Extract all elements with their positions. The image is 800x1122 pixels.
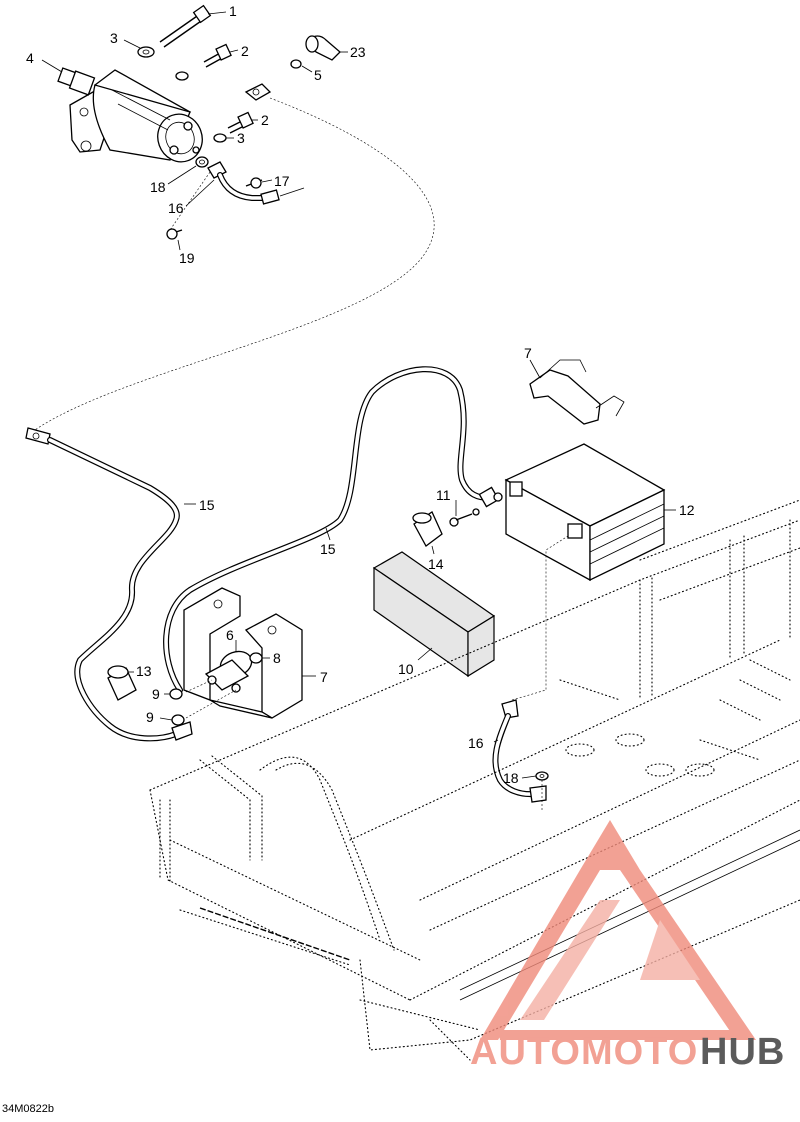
callout-18-lower: 18 xyxy=(503,770,519,786)
callout-5: 5 xyxy=(314,67,322,83)
callout-8: 8 xyxy=(273,650,281,666)
callout-18-upper: 18 xyxy=(150,179,166,195)
watermark-text-primary: AUTOMOTO xyxy=(470,1031,698,1073)
callout-numbers: 1 2 2 3 3 4 5 23 17 18 16 19 7 11 12 14 … xyxy=(26,3,695,786)
washer-18-upper xyxy=(195,156,209,168)
callout-13: 13 xyxy=(136,663,152,679)
solenoid-bracket-7 xyxy=(183,587,303,719)
callout-2-upper: 2 xyxy=(241,43,249,59)
callout-4: 4 xyxy=(26,50,34,66)
callout-23: 23 xyxy=(350,44,366,60)
washer-3-top xyxy=(137,46,155,58)
callout-15-battery-cable: 15 xyxy=(320,541,336,557)
nut-8 xyxy=(249,652,263,664)
ring-terminal-upper xyxy=(244,83,272,101)
callout-15-starter-cable: 15 xyxy=(199,497,215,513)
callout-9-upper: 9 xyxy=(152,686,160,702)
washer-18-lower xyxy=(535,771,549,781)
callout-10: 10 xyxy=(398,661,414,677)
callout-3-lower: 3 xyxy=(237,130,245,146)
diagram-reference-code: 34M0822b xyxy=(2,1103,54,1115)
leader-lines xyxy=(41,11,676,779)
starter-cable-15 xyxy=(25,427,193,742)
callout-9-lower: 9 xyxy=(146,709,154,725)
starter-motor xyxy=(57,67,203,163)
terminal-cap-14 xyxy=(412,511,443,547)
ground-cable-16-lower xyxy=(492,699,547,803)
watermark-text-secondary: HUB xyxy=(700,1031,785,1073)
callout-16-upper: 16 xyxy=(168,200,184,216)
nut-9-lower xyxy=(171,714,185,726)
callout-14: 14 xyxy=(428,556,444,572)
callout-11: 11 xyxy=(436,487,451,503)
callout-17: 17 xyxy=(274,173,290,189)
bolt-19 xyxy=(166,228,183,240)
battery-strap-7 xyxy=(529,359,625,425)
long-bolt-1 xyxy=(159,4,212,48)
callout-1: 1 xyxy=(229,3,237,19)
nut-5 xyxy=(290,59,302,69)
rubber-boot-23 xyxy=(305,35,341,61)
bolt-2-lower xyxy=(227,111,254,134)
nut-upper xyxy=(175,71,189,81)
terminal-cap-13 xyxy=(107,665,137,701)
bolt-2-upper xyxy=(203,43,232,68)
callout-7-bracket: 7 xyxy=(320,669,328,685)
ground-cable-16-upper xyxy=(207,161,305,205)
bolt-17 xyxy=(245,177,263,189)
callout-6: 6 xyxy=(226,627,234,643)
callout-2-lower: 2 xyxy=(261,112,269,128)
callout-7-strap: 7 xyxy=(524,345,532,361)
battery-cable-15 xyxy=(163,366,503,693)
callout-19: 19 xyxy=(179,250,195,266)
starter-solenoid-6 xyxy=(204,650,253,693)
callout-3-upper: 3 xyxy=(110,30,118,46)
watermark-logo-triangle xyxy=(480,820,756,1040)
automotohub-watermark: AUTOMOTO HUB xyxy=(470,820,785,1073)
nut-9-upper xyxy=(169,688,183,700)
battery-pad-10 xyxy=(372,551,496,678)
battery-12 xyxy=(504,443,666,582)
callout-12: 12 xyxy=(679,502,695,518)
callout-16-lower: 16 xyxy=(468,735,484,751)
washer-3-lower xyxy=(213,133,227,143)
terminal-bolt-11 xyxy=(449,508,480,527)
